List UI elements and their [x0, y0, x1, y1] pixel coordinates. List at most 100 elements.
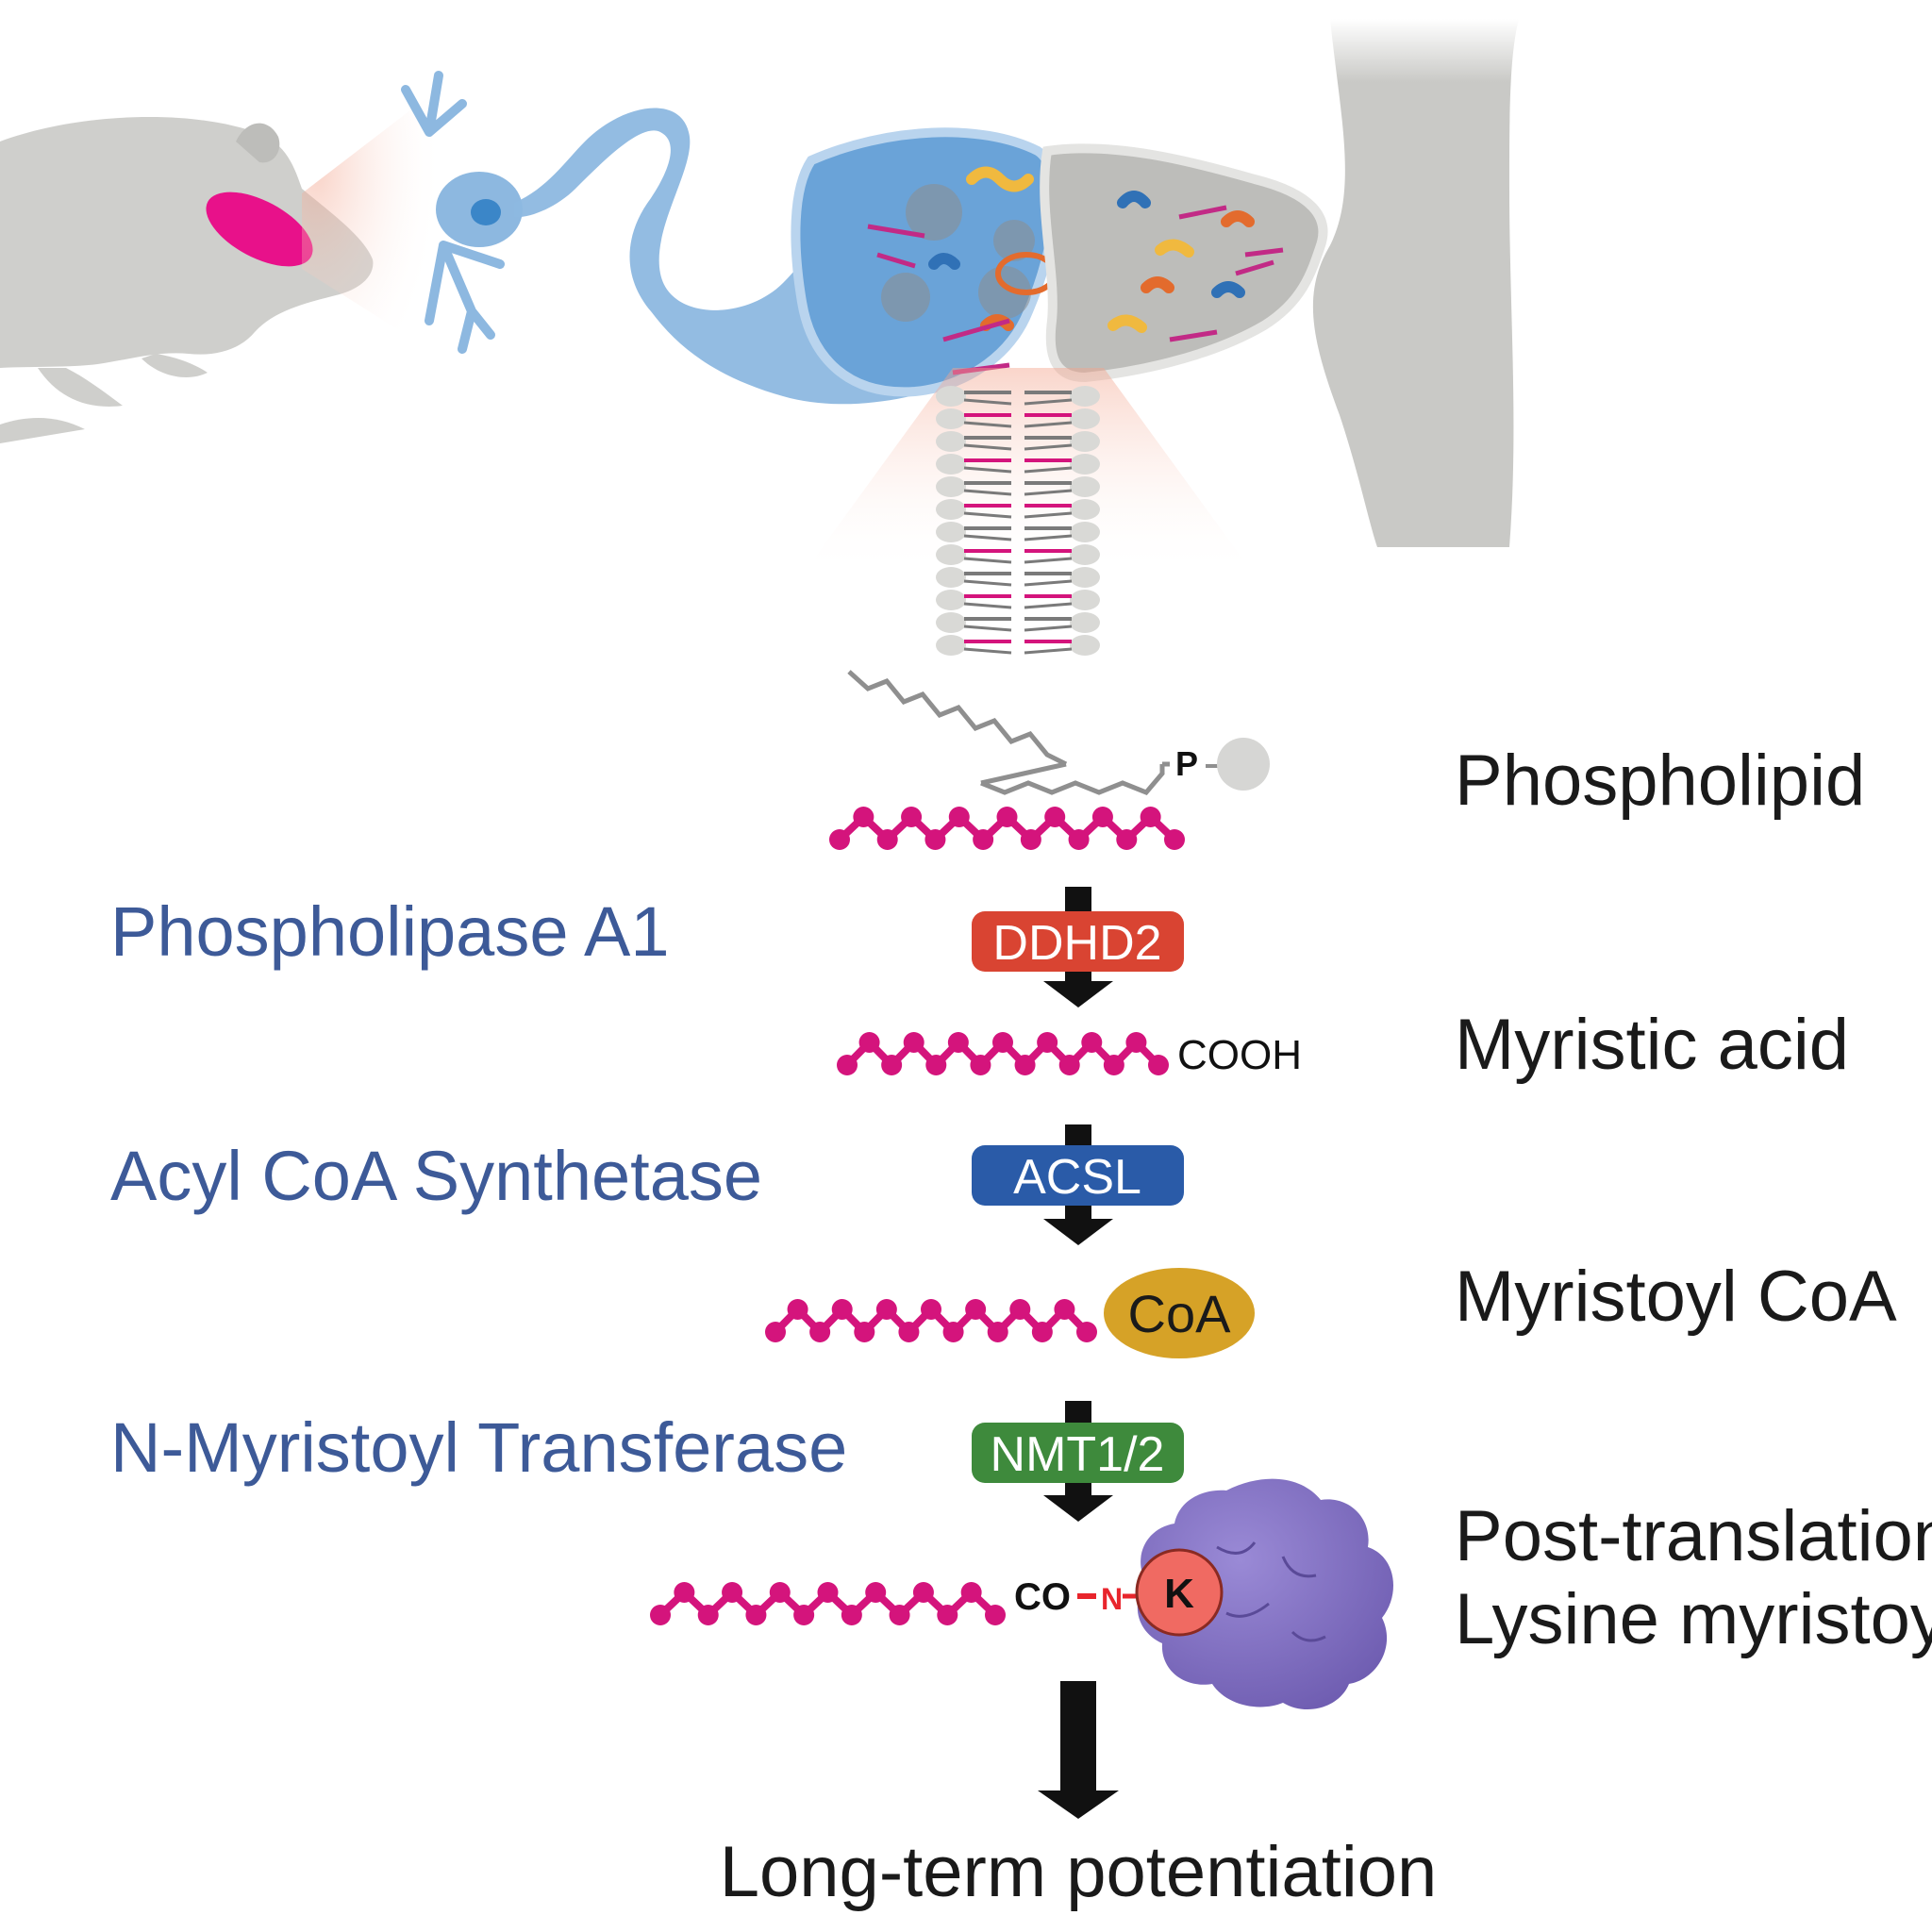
chain-atom: [947, 1032, 969, 1053]
neuron-illustration: [401, 71, 1060, 405]
enzyme-label-pla1: Phospholipase A1: [110, 892, 669, 971]
chain-atom: [817, 1582, 839, 1603]
chain-atom: [912, 1582, 934, 1603]
lipid-tail: [963, 398, 1012, 406]
myristoyl-coa-label: Myristoyl CoA: [1455, 1257, 1897, 1337]
chain-atom: [1058, 1055, 1080, 1075]
chain-atom: [948, 807, 970, 827]
lipid-tail: [1024, 489, 1073, 496]
chain-atom: [970, 1055, 991, 1075]
chain-atom: [996, 807, 1018, 827]
chain-atom: [881, 1055, 903, 1075]
chain-atom: [942, 1322, 964, 1342]
chain-atom: [829, 829, 850, 850]
chain-atom: [1014, 1055, 1036, 1075]
chain-atom: [1031, 1322, 1053, 1342]
lipid-headgroup: [936, 476, 966, 497]
lipid-headgroup: [1070, 476, 1100, 497]
phospholipid-label: Phospholipid: [1455, 741, 1865, 821]
lipid-tail: [1024, 511, 1073, 519]
badge-acsl: ACSL: [972, 1145, 1184, 1206]
chain-atom: [903, 1032, 924, 1053]
lipid-tail: [963, 489, 1012, 496]
lipid-tail: [963, 466, 1012, 474]
chain-atom: [674, 1582, 695, 1603]
chain-atom: [1068, 829, 1090, 850]
step-arrow-final: [1038, 1681, 1119, 1819]
lysine-residue: K: [1135, 1548, 1224, 1637]
myristoyl-chain-1: [829, 807, 1185, 850]
zoom-cone-brain: [302, 85, 443, 358]
chain-atom: [985, 1605, 1006, 1625]
lipid-headgroup: [936, 431, 966, 452]
chain-atom: [650, 1605, 671, 1625]
myristoyl-chain-2: [837, 1032, 1169, 1075]
chain-atom: [898, 1322, 920, 1342]
chain-atom: [837, 1055, 858, 1075]
coa-group: CoA: [1104, 1268, 1255, 1358]
lipid-headgroup: [1070, 499, 1100, 520]
lipid-tail: [963, 443, 1012, 451]
chain-atom: [769, 1582, 791, 1603]
lipid-tail: [963, 421, 1012, 428]
enzyme-label-nmt: N-Myristoyl Transferase: [110, 1408, 847, 1487]
chain-atom: [722, 1582, 743, 1603]
lipid-tail: [963, 602, 1012, 609]
chain-atom: [1140, 807, 1161, 827]
chain-atom: [697, 1605, 719, 1625]
lipid-headgroup: [936, 454, 966, 475]
chain-atom: [1116, 829, 1138, 850]
lipid-headgroup: [1070, 522, 1100, 542]
lipid-tail: [1024, 443, 1073, 451]
lipid-headgroup: [1070, 635, 1100, 656]
chain-atom: [809, 1322, 831, 1342]
lipid-headgroup: [936, 522, 966, 542]
chain-atom: [901, 807, 923, 827]
lipid-headgroup: [936, 590, 966, 610]
lipid-headgroup: [936, 544, 966, 565]
co-label: CO: [1014, 1576, 1071, 1618]
n-label: N: [1101, 1582, 1123, 1616]
chain-atom: [960, 1582, 982, 1603]
myristic-acid-label: Myristic acid: [1455, 1005, 1849, 1085]
chain-atom: [854, 1322, 875, 1342]
lipid-headgroup: [936, 567, 966, 588]
lipid-headgroup: [1070, 590, 1100, 610]
lipid-headgroup: [1070, 612, 1100, 633]
ptm-label-line1: Post-translation: [1455, 1496, 1932, 1576]
chain-atom: [1164, 829, 1185, 850]
phospholipid-molecule: P: [847, 670, 1270, 795]
protein-blob: [1137, 1478, 1393, 1710]
lipid-tail: [963, 511, 1012, 519]
final-outcome-label: Long-term potentiation: [720, 1832, 1437, 1912]
lipid-tail: [1024, 602, 1073, 609]
myristoyl-chain-4: [650, 1582, 1006, 1625]
chain-atom: [1076, 1322, 1097, 1342]
badge-ddhd2-label: DDHD2: [992, 916, 1161, 971]
chain-atom: [841, 1605, 862, 1625]
chain-atom: [965, 1299, 987, 1320]
chain-atom: [889, 1605, 910, 1625]
lipid-headgroup: [936, 386, 966, 407]
lipid-headgroup: [1070, 567, 1100, 588]
chain-atom: [1044, 807, 1066, 827]
lipid-tail: [1024, 557, 1073, 564]
badge-nmt12: NMT1/2: [972, 1423, 1184, 1483]
lipid-headgroup: [1070, 431, 1100, 452]
chain-atom: [765, 1322, 786, 1342]
lipid-tail: [963, 647, 1012, 655]
chain-atom: [787, 1299, 808, 1320]
ptm-label-line2: Lysine myristoy: [1455, 1579, 1932, 1659]
chain-atom: [937, 1605, 958, 1625]
chain-atom: [1091, 807, 1113, 827]
chain-atom: [875, 1299, 897, 1320]
chain-atom: [793, 1605, 815, 1625]
lipid-tail: [963, 557, 1012, 564]
chain-atom: [865, 1582, 887, 1603]
postsynaptic-illustration: [1040, 19, 1519, 547]
chain-atom: [973, 829, 994, 850]
chain-atom: [858, 1032, 880, 1053]
cooh-label: COOH: [1177, 1032, 1302, 1078]
lysine-label: K: [1164, 1571, 1194, 1617]
